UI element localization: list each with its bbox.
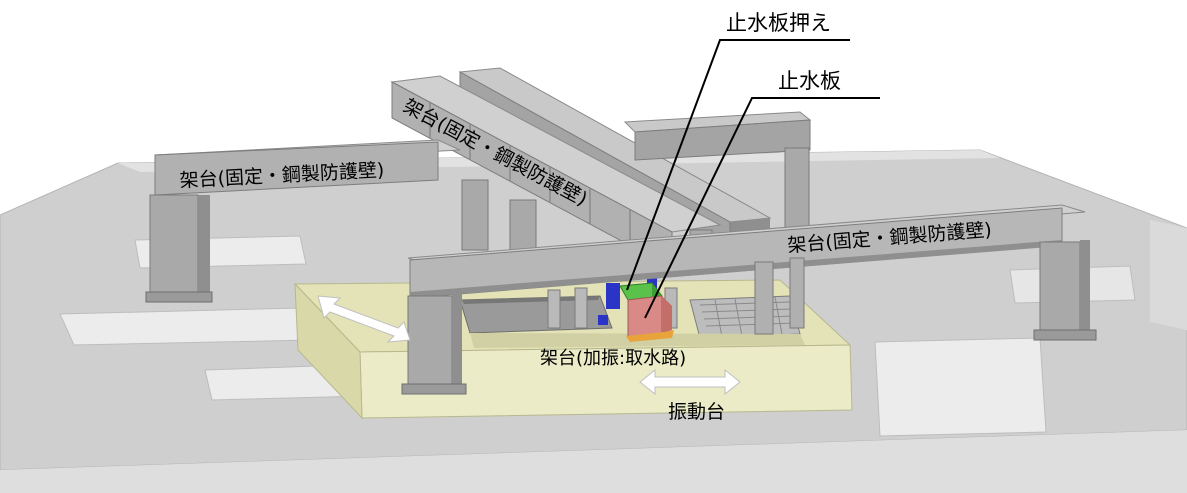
arrow-left-diagonal (317, 295, 411, 343)
back-right-column (784, 147, 810, 239)
platform-left-face (294, 282, 363, 420)
blue-part-3 (598, 315, 608, 325)
leader-stopper-press (626, 39, 850, 291)
channel-post-1 (547, 289, 561, 329)
double-headed-arrow-icon (639, 368, 741, 396)
label-stopper-plate: 止水板 (778, 69, 841, 93)
front-fixed-frame (401, 204, 1097, 395)
center-column-1 (461, 179, 489, 251)
double-headed-arrow-icon (317, 295, 411, 343)
label-shaking-table: 振動台 (668, 401, 725, 423)
stopper-plate-side (662, 296, 672, 334)
front-column-left (407, 295, 453, 389)
stopper-assembly (619, 282, 674, 342)
center-fixed-frame (390, 67, 772, 269)
pit-left-back (59, 307, 313, 346)
center-column-2 (509, 199, 537, 256)
left-fixed-frame (145, 139, 461, 303)
front-column-right-base (1033, 329, 1097, 341)
front-column-left-base (401, 383, 467, 395)
blue-part-1 (606, 283, 620, 309)
front-column-mid-2 (789, 257, 805, 329)
leader-lines (626, 39, 880, 319)
arrow-horizontal (639, 368, 741, 396)
channel-post-2 (574, 287, 588, 329)
ground-right-face (1150, 220, 1187, 330)
leader-stopper-plate (644, 97, 880, 319)
left-column-front (149, 194, 199, 301)
front-column-right (1039, 241, 1081, 335)
label-stopper-press: 止水板押え (726, 11, 831, 35)
front-column-right-side (1080, 240, 1090, 332)
ground-front-face (0, 430, 1187, 493)
front-beam-bottom-flange (410, 240, 1062, 298)
left-column-base (145, 291, 213, 303)
pit-right (874, 337, 1047, 437)
label-frame-excitation: 架台(加振:取水路) (540, 348, 686, 369)
left-column-front-side (198, 195, 210, 298)
channel-left-plate-top (462, 296, 600, 304)
stopper-orange-base (626, 330, 674, 342)
left-beam-face (154, 141, 439, 196)
front-column-mid (754, 261, 774, 335)
front-column-left-side (452, 294, 462, 386)
